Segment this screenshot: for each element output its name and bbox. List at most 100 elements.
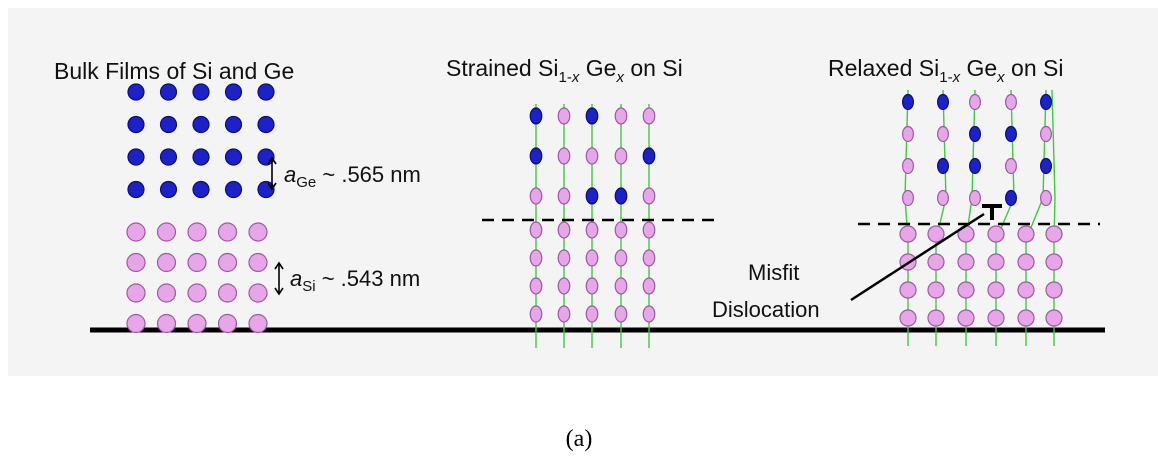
si-atom (642, 107, 656, 125)
si-atom (614, 305, 628, 323)
si-atom (901, 125, 914, 143)
bulk-si-lattice (126, 222, 268, 334)
si-atom (1045, 309, 1063, 327)
si-atom (614, 277, 628, 295)
si-atom (642, 221, 656, 239)
si-atom (987, 253, 1005, 271)
si-atom (529, 249, 543, 267)
title-relaxed: Relaxed Si1-x Gex on Si (828, 55, 1063, 86)
ge-atom (529, 147, 543, 165)
si-atom (156, 252, 177, 273)
si-atom (1017, 309, 1035, 327)
si-atom (642, 249, 656, 267)
title-bulk: Bulk Films of Si and Ge (54, 58, 294, 84)
si-atom (642, 305, 656, 323)
ge-atom (224, 148, 243, 166)
si-spacing-arrow (274, 261, 284, 296)
ge-atom (159, 83, 178, 101)
lattice-line (1051, 89, 1056, 199)
ge-atom (585, 107, 599, 125)
ge-atom (614, 187, 628, 205)
si-atom (557, 187, 571, 205)
si-atom (1045, 281, 1063, 299)
ge-atom (127, 83, 145, 101)
ge-atom (968, 157, 981, 175)
si-atom (217, 313, 238, 334)
ge-atom (159, 148, 178, 166)
si-atom (1017, 281, 1035, 299)
si-atom (557, 221, 571, 239)
si-atom (1045, 225, 1063, 243)
si-atom (927, 225, 945, 243)
si-atom (987, 281, 1005, 299)
si-atom (126, 222, 146, 242)
si-atom (248, 283, 268, 303)
si-atom (557, 249, 571, 267)
ge-atom (192, 83, 210, 101)
si-atom (585, 277, 599, 295)
si-atom (585, 221, 599, 239)
ge-atom (192, 180, 210, 199)
si-atom (614, 107, 628, 125)
si-atom (927, 309, 945, 327)
si-atom (217, 283, 238, 303)
si-atom (248, 222, 268, 242)
si-atom (557, 107, 571, 125)
relaxed-atoms (899, 93, 1063, 327)
si-atom (957, 281, 975, 299)
misfit-label: Misfit (748, 260, 799, 285)
si-atom (557, 147, 571, 165)
ge-atom (1039, 157, 1052, 175)
si-atom (557, 277, 571, 295)
si-atom (187, 313, 207, 334)
si-atom (1017, 225, 1035, 243)
ge-atom (1039, 93, 1052, 111)
si-atom (957, 309, 975, 327)
ge-atom (159, 180, 178, 199)
si-atom (614, 221, 628, 239)
si-atom (156, 283, 177, 303)
ge-atom (1004, 189, 1017, 207)
si-atom (927, 281, 945, 299)
si-atom (1039, 125, 1052, 143)
ge-atom (901, 93, 914, 111)
ge-spacing-arrow (267, 156, 277, 191)
si-atom (529, 305, 543, 323)
title-strained: Strained Si1-x Gex on Si (446, 55, 683, 86)
si-atom (585, 249, 599, 267)
si-atom (557, 305, 571, 323)
si-atom (899, 309, 917, 327)
si-atom (585, 305, 599, 323)
si-atom (927, 253, 945, 271)
si-atom (529, 277, 543, 295)
si-atom (936, 189, 949, 207)
si-atom (248, 313, 268, 334)
si-atom (187, 252, 207, 273)
ge-atom (1004, 125, 1017, 143)
si-atom (217, 252, 238, 273)
ge-atom (127, 115, 145, 134)
ge-atom (159, 115, 178, 134)
si-atom (1045, 253, 1063, 271)
ge-atom (192, 148, 210, 166)
ge-spacing-label: aGe ~ .565 nm (284, 162, 421, 191)
si-atom (899, 225, 917, 243)
ge-atom (642, 147, 656, 165)
misfit-pointer-line (850, 212, 985, 302)
ge-atom (127, 148, 145, 166)
si-atom (156, 313, 177, 334)
si-atom (642, 187, 656, 205)
diagram-svg: Bulk Films of Si and Ge Strained Si1-x G… (54, 55, 1105, 348)
ge-atom (192, 115, 210, 134)
si-atom (957, 253, 975, 271)
figure-caption: (a) (565, 426, 593, 452)
ge-atom (224, 115, 243, 134)
strained-atoms (529, 107, 656, 323)
si-atom (968, 189, 981, 207)
si-atom (968, 93, 981, 111)
si-atom (529, 221, 543, 239)
ge-atom (257, 115, 275, 134)
si-atom (987, 225, 1005, 243)
si-atom (899, 281, 917, 299)
dislocation-symbol (982, 204, 1002, 220)
